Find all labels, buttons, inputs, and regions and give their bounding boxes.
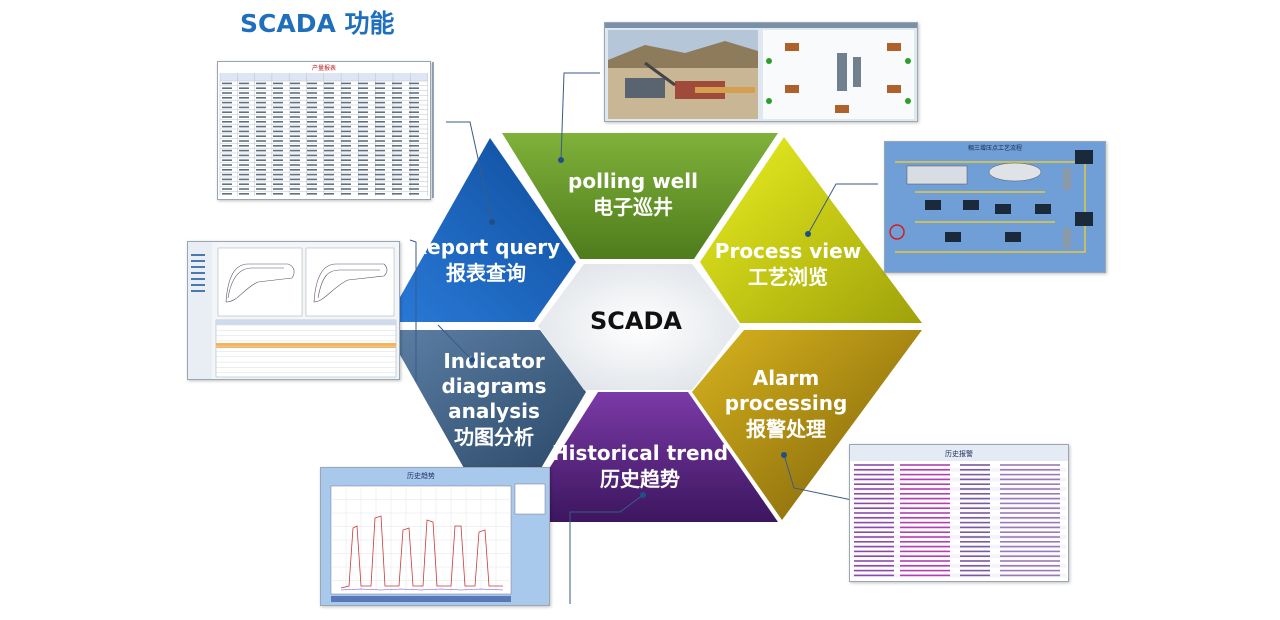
page-title: SCADA 功能: [240, 9, 395, 38]
alarm-label-zh: 报警处理: [746, 417, 826, 441]
report-table-screenshot: 产量报表: [217, 61, 431, 200]
alarm-history-screenshot: 历史报警: [849, 444, 1069, 582]
indicator-diagrams-screenshot: [187, 241, 400, 380]
connector-dots: [469, 157, 811, 498]
segment-process-view[interactable]: [700, 137, 922, 323]
indicator-label-zh: 功图分析: [454, 425, 534, 449]
process-view-screenshot: 稠三增压点工艺流程: [884, 141, 1106, 273]
segment-polling-well[interactable]: [502, 133, 778, 259]
alarm-label-en-1: Alarm: [753, 366, 820, 390]
center-label: SCADA: [590, 307, 682, 335]
connector-lines: [409, 62, 878, 604]
report-label-en: Report query: [412, 235, 560, 259]
indicator-label-en-3: analysis: [448, 399, 540, 423]
report-thumbnail-title: 产量报表: [312, 64, 336, 72]
process-label-zh: 工艺浏览: [748, 265, 828, 289]
alarm-thumbnail-title: 历史报警: [945, 449, 973, 458]
segment-alarm-processing[interactable]: [692, 330, 922, 520]
polling-label-zh: 电子巡井: [593, 195, 673, 219]
segment-indicator-analysis[interactable]: [386, 330, 586, 470]
connector-process: [807, 183, 878, 235]
segment-historical-trend[interactable]: [545, 392, 778, 522]
trend-label-zh: 历史趋势: [600, 467, 680, 491]
trend-thumbnail-title: 历史趋势: [407, 471, 435, 480]
connector-indicator: [409, 239, 417, 382]
connector-polling: [560, 72, 600, 161]
connector-trend: [569, 494, 644, 604]
segment-report-query[interactable]: [386, 138, 576, 322]
center-hexagon: [538, 264, 740, 390]
connector-report: [446, 121, 493, 223]
process-thumbnail-title: 稠三增压点工艺流程: [968, 144, 1022, 152]
connector-indicator-2: [437, 324, 473, 361]
indicator-label-en-2: diagrams: [441, 374, 546, 398]
alarm-label-en-2: processing: [725, 391, 848, 415]
connector-alarm: [783, 454, 853, 501]
polling-label-en: polling well: [568, 169, 698, 193]
report-label-zh: 报表查询: [446, 261, 526, 285]
indicator-label-en-1: Indicator: [443, 349, 545, 373]
trend-label-en: Historical trend: [552, 441, 728, 465]
polling-well-screenshot: [604, 22, 918, 122]
process-label-en: Process view: [715, 239, 861, 263]
historical-trend-screenshot: 历史趋势: [320, 467, 550, 606]
